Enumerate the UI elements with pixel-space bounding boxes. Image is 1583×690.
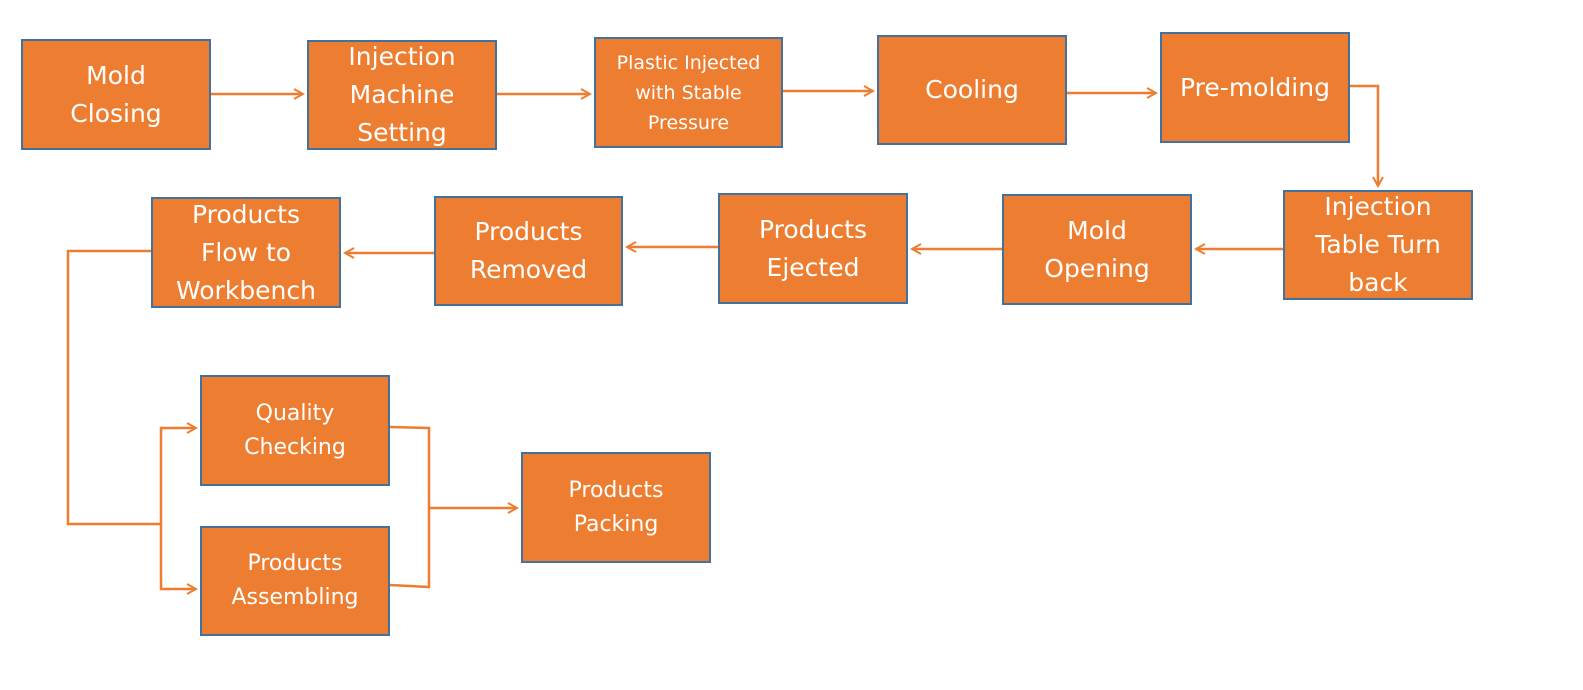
node-pre-molding: Pre-molding xyxy=(1160,32,1350,143)
node-products-packing: Products Packing xyxy=(521,452,711,563)
node-injection-machine-setting: Injection Machine Setting xyxy=(307,40,497,150)
node-quality-checking: Quality Checking xyxy=(200,375,390,486)
edge-branch-to-quality xyxy=(159,428,196,524)
edge-flow-to-branch xyxy=(66,249,161,526)
edge-assembling-to-merge xyxy=(389,508,431,589)
node-products-flow-to-workbench: Products Flow to Workbench xyxy=(151,197,341,308)
node-injection-table-turn-back: Injection Table Turn back xyxy=(1283,190,1473,300)
edge-pre-molding-to-table-turn xyxy=(1350,84,1378,186)
edge-quality-to-merge xyxy=(389,425,431,508)
node-mold-closing: Mold Closing xyxy=(21,39,211,150)
node-plastic-injected: Plastic Injected with Stable Pressure xyxy=(594,37,783,148)
node-products-removed: Products Removed xyxy=(434,196,623,306)
edge-branch-to-assembling xyxy=(159,524,196,589)
node-products-assembling: Products Assembling xyxy=(200,526,390,636)
node-products-ejected: Products Ejected xyxy=(718,193,908,304)
node-mold-opening: Mold Opening xyxy=(1002,194,1192,305)
node-cooling: Cooling xyxy=(877,35,1067,145)
